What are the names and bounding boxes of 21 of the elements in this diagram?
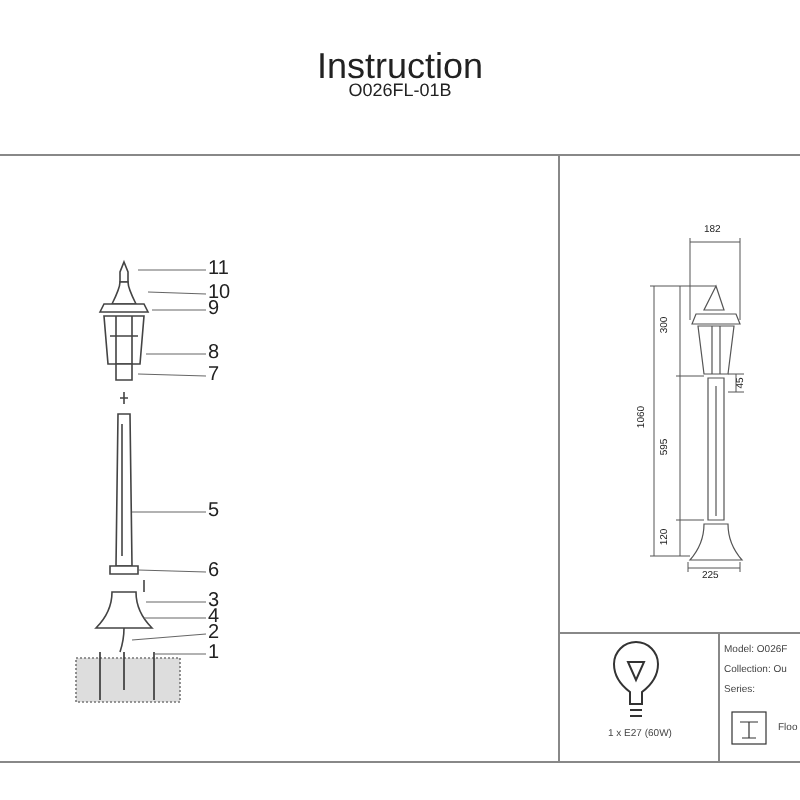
leader-line [137, 373, 207, 377]
callout-number: 2 [208, 624, 220, 644]
model-code: O026FL-01B [346, 82, 454, 100]
callout-number: 6 [208, 562, 220, 582]
callout-number: 1 [208, 644, 220, 664]
leader-line [131, 633, 207, 641]
leader-line [153, 653, 207, 655]
leader-line [151, 309, 207, 311]
leader-line [147, 291, 207, 295]
leader-line [145, 601, 207, 603]
leader-line [145, 353, 207, 355]
callout-number: 5 [208, 502, 220, 522]
callout-number: 7 [208, 366, 220, 386]
title: Instruction [314, 48, 486, 84]
leader-line [137, 569, 207, 573]
callout-number: 9 [208, 300, 220, 320]
callout-number: 8 [208, 344, 220, 364]
leader-line [131, 511, 207, 513]
leader-line [137, 269, 207, 271]
callout-number: 11 [208, 260, 229, 280]
leader-line [143, 617, 207, 619]
